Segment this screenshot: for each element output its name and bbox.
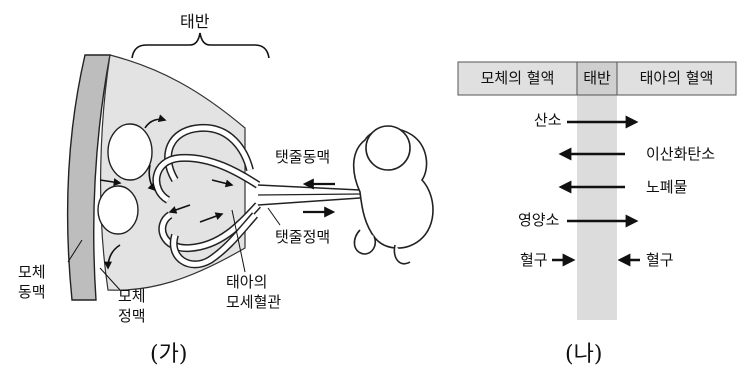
umbilical-vein-label: 탯줄정맥 <box>275 228 331 246</box>
maternal-vein-label: 모체 정맥 <box>118 287 146 325</box>
uterine-wall <box>66 54 111 301</box>
placenta-label: 태반 <box>180 12 210 31</box>
header-mother <box>457 61 578 96</box>
fetus <box>352 125 434 265</box>
header-mother-label: 모체의 혈액 <box>480 69 555 87</box>
caption-ga: (가) <box>150 342 188 367</box>
placenta-brace <box>131 32 270 59</box>
oxygen-label: 산소 <box>534 111 562 129</box>
header-placenta-label: 태반 <box>583 69 611 87</box>
placenta-diagram <box>66 32 434 301</box>
header-placenta <box>576 61 618 96</box>
exchange-diagram <box>457 61 737 320</box>
caption-na: (나) <box>565 342 603 367</box>
waste-label: 노폐물 <box>646 178 688 196</box>
header-fetus-label: 태아의 혈액 <box>639 69 714 87</box>
maternal-artery-label: 모체 동맥 <box>18 263 46 301</box>
umbilical-artery-label: 탯줄동맥 <box>275 148 331 166</box>
blood-cell-left-label: 혈구 <box>520 251 548 269</box>
co2-label: 이산화탄소 <box>646 145 716 163</box>
nutrient-label: 영양소 <box>518 211 560 229</box>
blood-cell-right-label: 혈구 <box>646 251 674 269</box>
fetal-capillary-label: 태아의 모세혈관 <box>226 273 282 311</box>
placenta-column <box>577 95 617 320</box>
header-fetus <box>616 61 737 96</box>
